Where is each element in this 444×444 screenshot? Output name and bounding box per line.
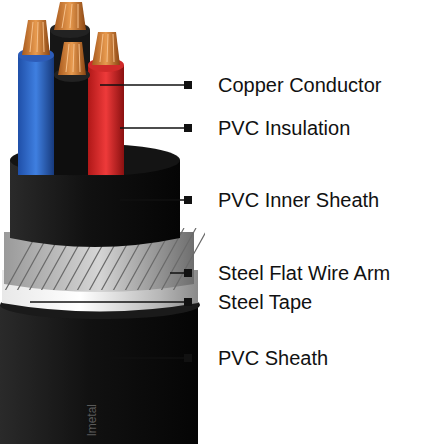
part-label: PVC Inner Sheath: [218, 190, 379, 210]
part-label: Copper Conductor: [218, 75, 381, 95]
part-label: Steel Flat Wire Arm: [218, 263, 390, 283]
watermark: lmetal: [86, 404, 98, 436]
part-label: PVC Sheath: [218, 348, 328, 368]
part-label: PVC Insulation: [218, 118, 350, 138]
part-label: Steel Tape: [218, 292, 312, 312]
